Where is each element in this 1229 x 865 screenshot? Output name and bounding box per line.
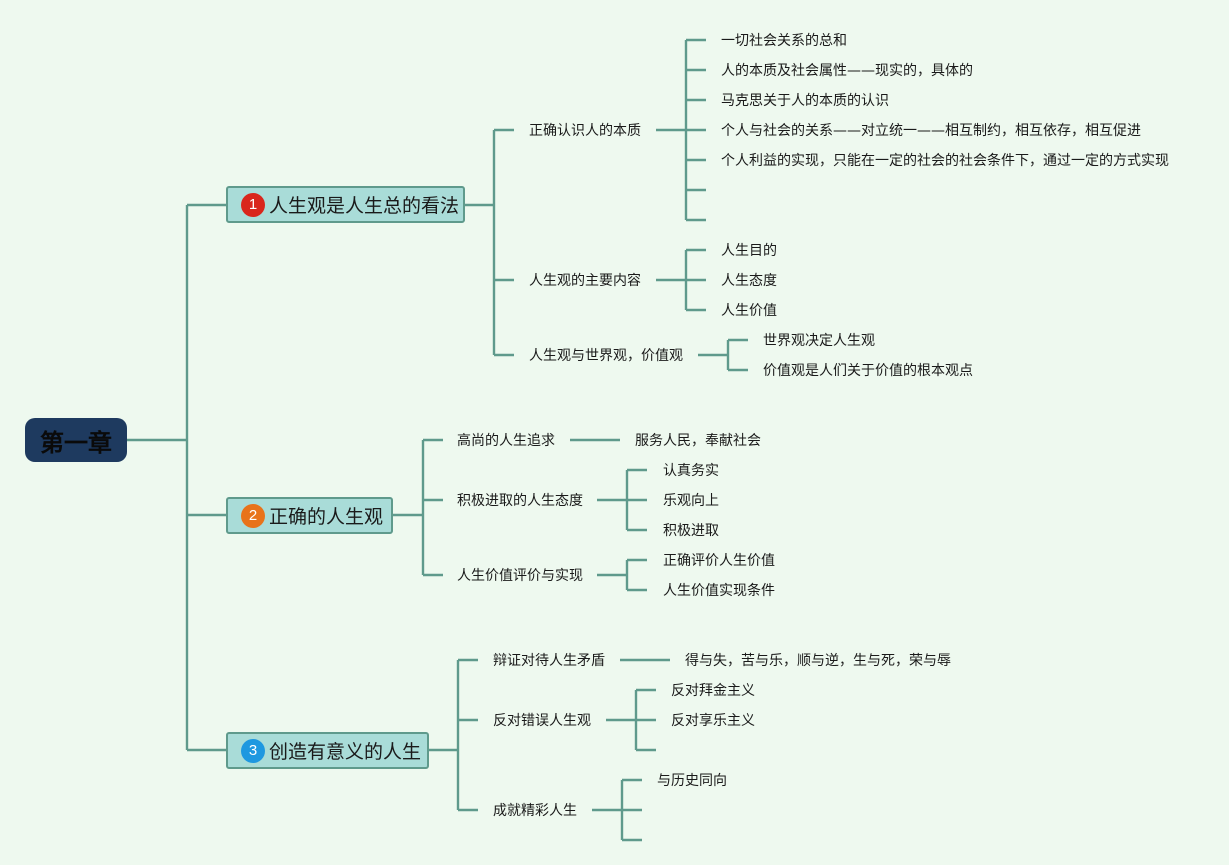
leaf-label: 人的本质及社会属性——现实的，具体的	[721, 63, 973, 79]
leaf-label: 价值观是人们关于价值的根本观点	[763, 363, 973, 379]
leaf-label: 一切社会关系的总和	[721, 33, 847, 49]
subtopic[interactable]: 人生价值评价与实现	[457, 567, 583, 585]
subtopic-label: 人生价值评价与实现	[457, 568, 583, 584]
leaf-item[interactable]: 人生态度	[721, 272, 777, 290]
leaf-item[interactable]: 服务人民，奉献社会	[635, 432, 761, 450]
main-topic-label: 正确的人生观	[269, 506, 384, 528]
leaf-label: 乐观向上	[663, 493, 719, 509]
leaf-label: 马克思关于人的本质的认识	[721, 93, 889, 109]
subtopic[interactable]: 人生观与世界观，价值观	[529, 347, 683, 365]
number-badge-icon: 1	[241, 192, 265, 217]
leaf-item[interactable]: 一切社会关系的总和	[721, 32, 847, 50]
leaf-label: 人生目的	[721, 243, 777, 259]
subtopic-label: 正确认识人的本质	[529, 123, 641, 139]
root-node[interactable]: 第一章	[25, 418, 127, 462]
subtopic-label: 人生观与世界观，价值观	[529, 348, 683, 364]
leaf-item[interactable]: 积极进取	[663, 522, 719, 540]
leaf-label: 与历史同向	[657, 773, 727, 789]
leaf-label: 积极进取	[663, 523, 719, 539]
leaf-item[interactable]: 个人与社会的关系——对立统一——相互制约，相互依存，相互促进	[721, 122, 1141, 140]
leaf-item[interactable]: 乐观向上	[663, 492, 719, 510]
leaf-label: 人生价值实现条件	[663, 583, 775, 599]
leaf-item[interactable]: 反对拜金主义	[671, 682, 755, 700]
subtopic[interactable]: 成就精彩人生	[493, 802, 577, 820]
leaf-item[interactable]: 个人利益的实现，只能在一定的社会的社会条件下，通过一定的方式实现	[721, 152, 1169, 170]
leaf-item[interactable]: 人的本质及社会属性——现实的，具体的	[721, 62, 973, 80]
subtopic-label: 积极进取的人生态度	[457, 493, 583, 509]
subtopic-label: 人生观的主要内容	[529, 273, 641, 289]
subtopic[interactable]: 积极进取的人生态度	[457, 492, 583, 510]
subtopic[interactable]: 辩证对待人生矛盾	[493, 652, 605, 670]
leaf-item[interactable]: 得与失，苦与乐，顺与逆，生与死，荣与辱	[685, 652, 951, 670]
subtopic-label: 反对错误人生观	[493, 713, 591, 729]
leaf-item[interactable]: 人生价值	[721, 302, 777, 320]
leaf-label: 个人与社会的关系——对立统一——相互制约，相互依存，相互促进	[721, 123, 1141, 139]
leaf-item[interactable]: 与历史同向	[657, 772, 727, 790]
number-badge-icon: 2	[241, 503, 265, 528]
leaf-label: 正确评价人生价值	[663, 553, 775, 569]
subtopic[interactable]: 正确认识人的本质	[529, 122, 641, 140]
subtopic-label: 辩证对待人生矛盾	[493, 653, 605, 669]
subtopic[interactable]: 人生观的主要内容	[529, 272, 641, 290]
leaf-label: 人生价值	[721, 303, 777, 319]
leaf-item[interactable]: 正确评价人生价值	[663, 552, 775, 570]
main-topic-3[interactable]: 3 创造有意义的人生	[226, 732, 429, 769]
leaf-item[interactable]: 马克思关于人的本质的认识	[721, 92, 889, 110]
main-topic-label: 创造有意义的人生	[269, 741, 422, 763]
leaf-item[interactable]: 人生目的	[721, 242, 777, 260]
main-topic-1[interactable]: 1 人生观是人生总的看法	[226, 186, 465, 223]
leaf-label: 反对享乐主义	[671, 713, 755, 729]
leaf-label: 反对拜金主义	[671, 683, 755, 699]
subtopic[interactable]: 反对错误人生观	[493, 712, 591, 730]
leaf-label: 个人利益的实现，只能在一定的社会的社会条件下，通过一定的方式实现	[721, 153, 1169, 169]
subtopic-label: 成就精彩人生	[493, 803, 577, 819]
leaf-label: 得与失，苦与乐，顺与逆，生与死，荣与辱	[685, 653, 951, 669]
leaf-item[interactable]: 价值观是人们关于价值的根本观点	[763, 362, 973, 380]
main-topic-2[interactable]: 2 正确的人生观	[226, 497, 393, 534]
leaf-item[interactable]: 反对享乐主义	[671, 712, 755, 730]
number-badge-icon: 3	[241, 738, 265, 763]
leaf-label: 世界观决定人生观	[763, 333, 875, 349]
leaf-label: 服务人民，奉献社会	[635, 433, 761, 449]
leaf-item[interactable]: 认真务实	[663, 462, 719, 480]
leaf-item[interactable]: 人生价值实现条件	[663, 582, 775, 600]
leaf-label: 人生态度	[721, 273, 777, 289]
subtopic-label: 高尚的人生追求	[457, 433, 555, 449]
main-topic-label: 人生观是人生总的看法	[269, 195, 460, 217]
root-label: 第一章	[40, 428, 112, 457]
leaf-item[interactable]: 世界观决定人生观	[763, 332, 875, 350]
subtopic[interactable]: 高尚的人生追求	[457, 432, 555, 450]
leaf-label: 认真务实	[663, 463, 719, 479]
